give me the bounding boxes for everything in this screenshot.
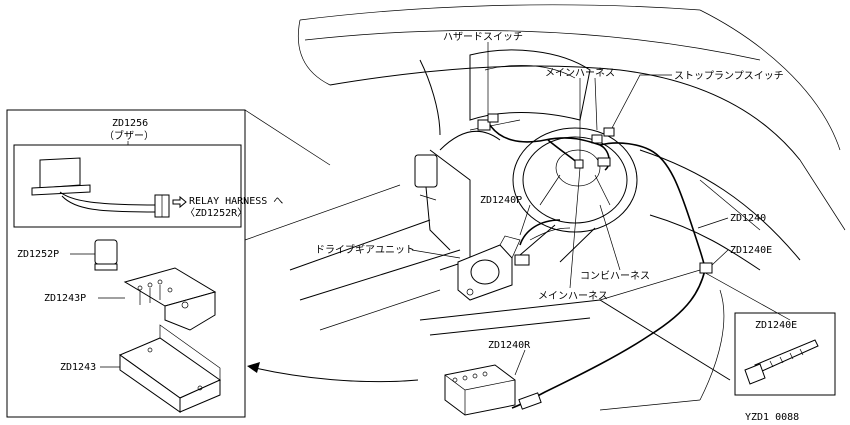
- label-zd1240p: ZD1240P: [480, 195, 522, 206]
- label-main-harness-top: メインハーネス: [545, 67, 615, 79]
- stop-lamp-switch: [591, 127, 615, 144]
- buzzer-part-number: ZD1256: [112, 118, 148, 129]
- label-main-harness-bottom: メインハーネス: [538, 290, 608, 302]
- label-zd1240e-right: ZD1240E: [730, 245, 772, 256]
- dashboard-line-art: [289, 4, 846, 411]
- label-zd1252p: ZD1252P: [17, 249, 59, 260]
- label-zd1243p: ZD1243P: [44, 293, 86, 304]
- leader-lines: [247, 42, 729, 383]
- inset-zd1240e: ZD1240E: [734, 312, 836, 396]
- label-hazard-switch: ハザードスイッチ: [443, 31, 523, 43]
- label-zd1240r: ZD1240R: [488, 340, 531, 351]
- label-stop-lamp-switch: ストップランプスイッチ: [674, 70, 784, 82]
- label-combi-harness: コンビハーネス: [580, 270, 650, 282]
- relay-box-zd1240r: [444, 364, 516, 416]
- buzzer-name: （ブザー）: [104, 129, 154, 142]
- drive-gear-unit: [457, 235, 530, 301]
- relay-harness-line1: RELAY HARNESS へ: [189, 196, 283, 207]
- harness-routing: [489, 124, 713, 410]
- label-zd1240e-inset: ZD1240E: [755, 320, 797, 331]
- relay-harness-line2: 〈ZD1252R〉: [185, 207, 247, 219]
- label-zd1240: ZD1240: [730, 213, 766, 224]
- detail-box: ZD1256 （ブザー） RELAY HARNESS へ 〈ZD1252R〉 Z…: [6, 109, 401, 418]
- label-drive-gear-unit: ドライブギアユニット: [315, 243, 415, 256]
- figure-code: YZD1 0088: [745, 412, 799, 423]
- label-zd1243: ZD1243: [60, 362, 96, 373]
